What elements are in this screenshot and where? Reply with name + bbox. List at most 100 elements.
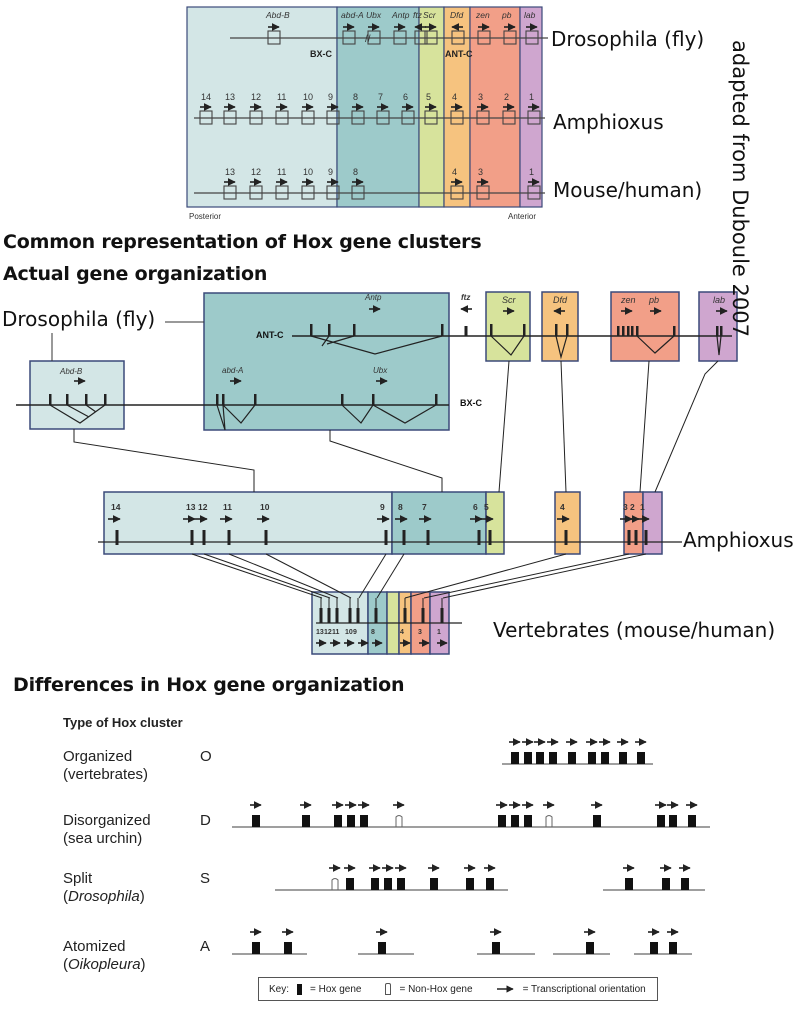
gene-label: 11 (223, 502, 232, 512)
gene-label: ftz (413, 10, 423, 20)
exon-mark (115, 530, 119, 545)
hox-gene-mark (593, 815, 601, 827)
hox-gene-mark (430, 878, 438, 890)
exon-mark (673, 326, 676, 336)
source-credit: adapted from Duboule 2007 (728, 40, 752, 337)
type-example: (Oikopleura) (63, 956, 146, 973)
gene-label: 14 (201, 92, 211, 102)
exon-mark (403, 608, 407, 623)
type-name: Disorganized (63, 812, 151, 829)
hox-gene-mark (688, 815, 696, 827)
amphioxus-gene-box (199, 110, 213, 125)
hox-gene-mark (669, 942, 677, 954)
type-example-species: Oikopleura (68, 956, 141, 973)
hox-gene-mark (588, 752, 596, 764)
exon-mark (372, 394, 375, 405)
type-disorganized-label: Disorganized (sea urchin) (63, 812, 151, 848)
connector-1 (442, 553, 647, 599)
exon-mark (190, 530, 194, 545)
anterior-label: Anterior (508, 212, 536, 221)
type-letter-o: O (200, 748, 212, 765)
gene-label: 3 (418, 629, 422, 636)
non-hox-gene-mark (545, 815, 553, 827)
key-title: Key: (269, 983, 290, 995)
gene-label: 14 (111, 502, 121, 512)
exon-mark (523, 324, 526, 336)
gene-label: 5 (484, 502, 489, 512)
gene-label: 4 (452, 167, 457, 177)
mouse-gene-box (450, 185, 464, 200)
exon-mark (426, 530, 430, 545)
amphioxus-gene-box (249, 110, 263, 125)
exon-mark (622, 326, 625, 336)
gene-label: 11 (277, 167, 286, 177)
amph-posterior-box (103, 491, 393, 555)
connector-9 (358, 553, 387, 599)
hox-gene-mark (252, 815, 260, 827)
gene-label: 1 (529, 167, 534, 177)
exon-mark (716, 326, 719, 336)
exon-mark (555, 324, 558, 336)
gene-label: 1 (529, 92, 534, 102)
exon-mark (566, 324, 569, 336)
hox-gene-mark (346, 878, 354, 890)
legend-key: Key: = Hox gene = Non-Hox gene = Transcr… (258, 977, 658, 1001)
amph-lab-box (642, 491, 663, 555)
key-hox-text: = Hox gene (310, 983, 362, 995)
hox-gene-mark (378, 942, 386, 954)
hox-gene-mark (486, 878, 494, 890)
gene-label: 8 (353, 167, 358, 177)
drosophila-actual-label: Drosophila (fly) (2, 307, 156, 331)
gene-label: 12 (251, 92, 261, 102)
type-split-label: Split (Drosophila) (63, 870, 145, 906)
amph-central-box (391, 491, 487, 555)
splice-line (636, 335, 675, 354)
fly-gene-box (503, 30, 517, 45)
mouse-gene-box (476, 185, 490, 200)
exon-mark (477, 530, 481, 545)
gene-label: 12 (251, 167, 261, 177)
hox-gene-mark (371, 878, 379, 890)
gene-label: 2 (630, 502, 635, 512)
gene-label: 6 (403, 92, 408, 102)
exon-mark (66, 394, 69, 405)
exon-mark (627, 326, 630, 336)
exon-mark (564, 530, 568, 545)
exon-mark (264, 530, 268, 545)
gene-label: Antp (391, 10, 410, 20)
amphioxus-gene-box (376, 110, 390, 125)
hox-gene-mark (252, 942, 260, 954)
vertebrates-actual-label: Vertebrates (mouse/human) (493, 618, 776, 642)
homology-connector-lines (73, 360, 719, 599)
fly-gene-box (393, 30, 407, 45)
splice-line (490, 335, 525, 356)
splice-line (49, 404, 106, 424)
hox-gene-mark (498, 815, 506, 827)
exon-mark (441, 324, 444, 336)
orientation-arrow-icon (496, 985, 514, 993)
hox-gene-mark (549, 752, 557, 764)
fly-central-box (203, 292, 450, 431)
connector-3 (423, 553, 630, 599)
exon-mark (49, 394, 52, 405)
type-example: (sea urchin) (63, 830, 143, 847)
hox-gene-mark (492, 942, 500, 954)
chromosome-break-icon: // (365, 34, 371, 45)
exon-mark (227, 530, 231, 545)
gene-label: 9 (380, 502, 385, 512)
hox-gene-mark (568, 752, 576, 764)
antc-label: ANT-C (445, 49, 473, 59)
gene-label: Dfd (450, 10, 464, 20)
hox-gene-mark (524, 815, 532, 827)
type-name: Organized (63, 748, 133, 765)
exon-mark (310, 324, 313, 336)
gene-label: pb (648, 295, 659, 305)
common-representation-heading: Common representation of Hox gene cluste… (3, 231, 482, 253)
key-orientation-text: = Transcriptional orientation (522, 983, 646, 995)
gene-label: 13 (225, 92, 235, 102)
gene-label: 10 (303, 167, 313, 177)
exon-mark (631, 326, 634, 336)
exon-mark (490, 324, 493, 336)
